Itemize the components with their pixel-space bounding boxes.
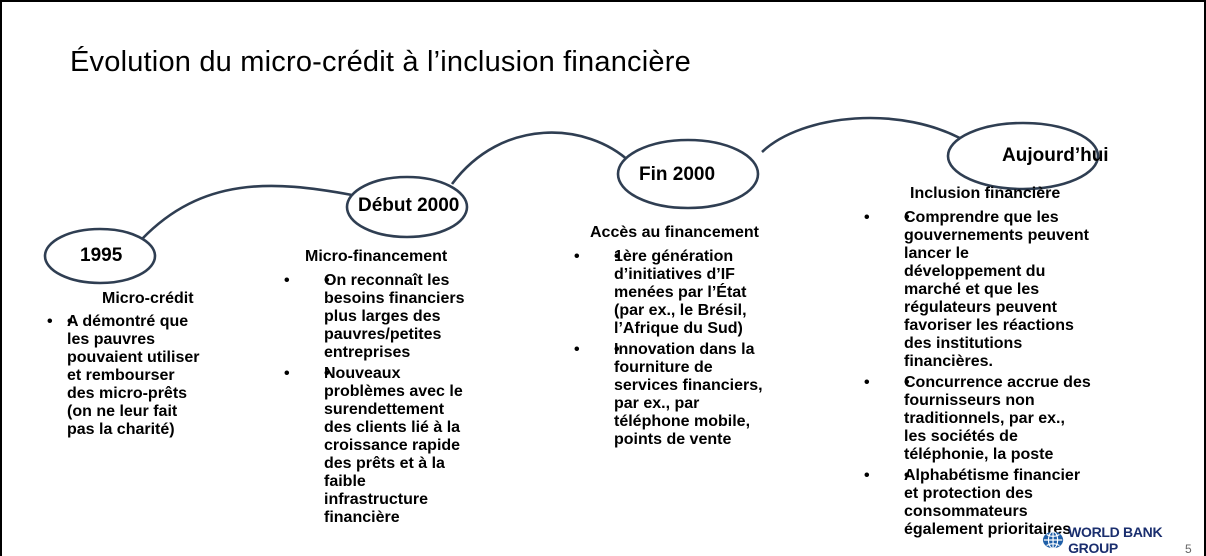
bullet-glyph: •	[864, 209, 870, 226]
bullet-glyph: •	[47, 313, 53, 330]
list-line: des clients lié à la	[324, 419, 461, 436]
timeline-arc-2	[450, 131, 631, 185]
globe-icon	[1042, 531, 1064, 549]
list-line: services financiers,	[614, 377, 763, 394]
page-number: 5	[1185, 542, 1192, 556]
list-line: des institutions	[904, 335, 1023, 352]
list-line: les pauvres	[67, 331, 156, 348]
list-line: les sociétés de	[904, 428, 1018, 445]
list-line: infrastructure	[324, 491, 429, 508]
list-line: et rembourser	[67, 367, 175, 384]
list-line: lancer le	[904, 245, 969, 262]
list-line: croissance rapide	[324, 437, 461, 454]
list-line: Nouveaux	[324, 365, 401, 382]
list-line: Comprendre que les	[904, 209, 1059, 226]
list-line: financières.	[904, 353, 993, 370]
list-line: et protection des	[904, 485, 1033, 502]
list-line: régulateurs peuvent	[904, 299, 1057, 316]
list-line: des micro-prêts	[67, 385, 188, 402]
column-heading-acces-financement: Accès au financement	[590, 224, 759, 241]
timeline-node-debut-2000	[345, 175, 469, 239]
logo-text: WORLD BANK GROUP	[1068, 524, 1163, 556]
stage-label-fin-2000: Fin 2000	[639, 164, 716, 185]
list-line: entreprises	[324, 344, 411, 361]
list-line: pas la charité)	[67, 421, 175, 438]
list-item: • Alphabétisme financier et protection d…	[864, 467, 1091, 539]
list-line: fournisseurs non	[904, 392, 1035, 409]
list-line: favoriser les réactions	[904, 317, 1074, 334]
list-line: (on ne leur fait	[67, 403, 178, 420]
stage-label-debut-2000: Début 2000	[358, 195, 460, 216]
list-line: Concurrence accrue des	[904, 374, 1091, 391]
column-heading-inclusion-financiere: Inclusion financière	[910, 185, 1061, 202]
list-line: faible	[324, 473, 366, 490]
bullet-glyph: •	[864, 374, 870, 391]
timeline-arc-3	[761, 116, 968, 153]
list-line: menées par l’État	[614, 284, 747, 301]
bullet-glyph: •	[284, 272, 290, 289]
timeline-node-aujourdhui	[946, 121, 1100, 191]
list-line: On reconnaît les	[324, 272, 450, 289]
list-line: développement du	[904, 263, 1046, 280]
list-line: 1ère génération	[614, 248, 734, 265]
list-item: • Nouveaux problèmes avec le surendettem…	[284, 365, 465, 527]
column-list-acces-financement: • 1ère génération d’initiatives d’IF men…	[574, 248, 763, 452]
list-line: financière	[324, 509, 400, 526]
list-line: surendettement	[324, 401, 445, 418]
list-line: gouvernements peuvent	[904, 227, 1089, 244]
list-item: • Innovation dans la fourniture de servi…	[574, 341, 763, 449]
list-item: • Comprendre que les gouvernements peuve…	[864, 209, 1091, 371]
list-line: l’Afrique du Sud)	[614, 320, 743, 337]
timeline-node-1995	[43, 227, 157, 285]
list-line: par ex., par	[614, 395, 700, 412]
list-line: des prêts et à la	[324, 455, 445, 472]
list-line: points de vente	[614, 431, 732, 448]
timeline-arc-1	[141, 184, 353, 240]
list-item: • Concurrence accrue des fournisseurs no…	[864, 374, 1091, 464]
list-line: besoins financiers	[324, 290, 465, 307]
list-item: • 1ère génération d’initiatives d’IF men…	[574, 248, 763, 338]
list-line: A démontré que	[67, 313, 189, 330]
list-line: plus larges des	[324, 308, 441, 325]
world-bank-group-logo: WORLD BANK GROUP	[1042, 524, 1204, 556]
list-line: (par ex., le Brésil,	[614, 302, 747, 319]
bullet-glyph: •	[574, 341, 580, 358]
list-line: marché et que les	[904, 281, 1040, 298]
list-line: téléphonie, la poste	[904, 446, 1054, 463]
column-list-inclusion-financiere: • Comprendre que les gouvernements peuve…	[864, 209, 1091, 542]
list-line: pouvaient utiliser	[67, 349, 200, 366]
list-line: d’initiatives d’IF	[614, 266, 735, 283]
bullet-glyph: •	[284, 365, 290, 382]
list-line: fourniture de	[614, 359, 713, 376]
column-list-micro-credit: • A démontré que les pauvres pouvaient u…	[47, 313, 200, 442]
list-line: problèmes avec le	[324, 383, 463, 400]
bullet-glyph: •	[574, 248, 580, 265]
list-item: • On reconnaît les besoins financiers pl…	[284, 272, 465, 362]
list-line: consommateurs	[904, 503, 1028, 520]
stage-label-aujourdhui: Aujourd’hui	[1002, 145, 1109, 166]
list-line: Alphabétisme financier	[904, 467, 1081, 484]
column-heading-micro-financement: Micro-financement	[305, 248, 448, 265]
column-list-micro-financement: • On reconnaît les besoins financiers pl…	[284, 272, 465, 530]
list-line: pauvres/petites	[324, 326, 442, 343]
stage-label-1995: 1995	[80, 245, 123, 266]
list-item: • A démontré que les pauvres pouvaient u…	[47, 313, 200, 439]
bullet-glyph: •	[864, 467, 870, 484]
list-line: également prioritaires	[904, 521, 1072, 538]
list-line: traditionnels, par ex.,	[904, 410, 1065, 427]
slide-title: Évolution du micro-crédit à l’inclusion …	[70, 46, 691, 78]
column-heading-micro-credit: Micro-crédit	[102, 290, 194, 307]
list-line: téléphone mobile,	[614, 413, 751, 430]
list-line: Innovation dans la	[614, 341, 755, 358]
timeline-node-fin-2000	[616, 138, 760, 210]
